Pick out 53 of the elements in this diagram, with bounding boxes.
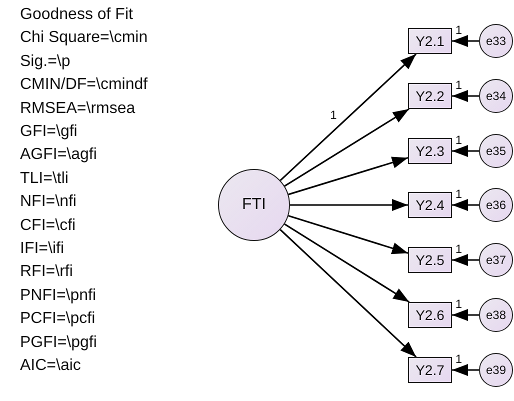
arrow [452,254,479,266]
edge-label: 1 [329,108,338,121]
arrow [452,309,479,321]
arrow [284,108,410,187]
observed-variable-box: Y2.2 [408,83,452,109]
fit-index-line: CFI=\cfi [20,216,77,236]
arrow [290,199,408,211]
arrow [288,214,408,254]
fit-index-line: Chi Square=\cmin [20,28,148,48]
error-term-circle: e37 [479,243,513,277]
arrow [288,156,408,196]
fit-index-line: IFI=\ifi [20,239,66,260]
arrow [280,229,417,358]
heading: Goodness of Fit [20,5,134,25]
observed-variable-box: Y2.4 [408,192,452,218]
edge-label: 1 [454,79,464,91]
arrow [280,53,417,182]
arrow [452,364,479,376]
arrow [452,35,479,47]
observed-variable-box: Y2.7 [408,357,452,383]
error-term-circle: e38 [479,298,513,332]
edge-label: 1 [454,134,464,146]
arrow [284,223,410,303]
arrow [452,90,479,102]
error-term-circle: e34 [479,79,513,113]
error-term-circle: e35 [479,134,513,168]
fit-index-line: TLI=\tli [20,168,70,189]
fit-index-line: AGFI=\agfi [20,145,98,166]
arrow [452,199,479,211]
fit-index-line: PNFI=\pnfi [20,286,98,306]
edge-label: 1 [454,353,464,365]
fit-index-line: PGFI=\pgfi [20,332,98,353]
arrow [452,145,479,157]
edge-label: 1 [454,24,464,36]
observed-variable-box: Y2.1 [408,28,452,54]
observed-variable-box: Y2.5 [408,247,452,273]
edge-label: 1 [454,298,464,310]
latent-variable-circle: FTI [218,169,290,241]
error-term-circle: e39 [479,353,513,387]
fit-index-line: AIC=\aic [20,356,82,376]
fit-index-line: CMIN/DF=\cmindf [20,75,148,96]
fit-index-line: PCFI=\pcfi [20,309,96,330]
fit-index-line: NFI=\nfi [20,192,78,212]
observed-variable-box: Y2.3 [408,138,452,164]
error-term-circle: e33 [479,24,513,58]
edge-label: 1 [454,188,464,200]
fit-index-line: RMSEA=\rmsea [20,98,136,119]
edge-label: 1 [454,243,464,255]
fit-index-line: GFI=\gfi [20,122,78,142]
observed-variable-box: Y2.6 [408,302,452,328]
error-term-circle: e36 [479,188,513,222]
fit-index-line: RFI=\rfi [20,262,74,282]
fit-index-line: Sig.=\p [20,52,72,72]
